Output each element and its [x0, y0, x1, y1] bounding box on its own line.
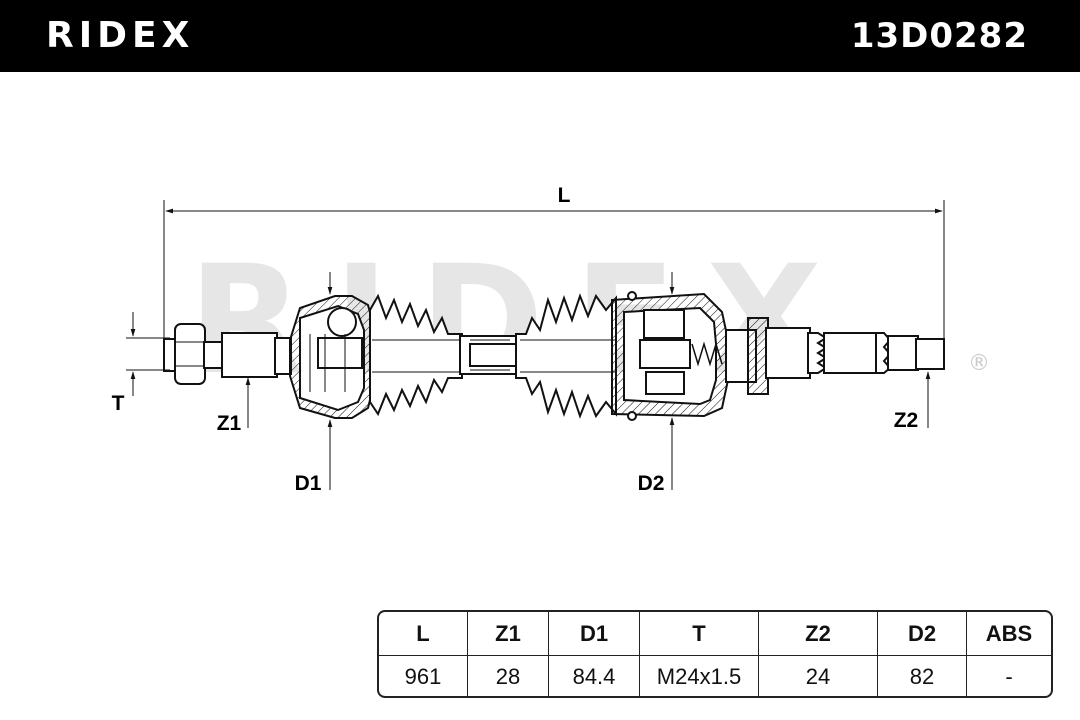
spec-value-d2: 82: [877, 655, 967, 696]
label-d2: D2: [638, 472, 665, 495]
label-z1: Z1: [217, 412, 242, 435]
label-d1: D1: [295, 472, 322, 495]
drive-shaft-drawing: RIDEX ® L: [112, 184, 990, 495]
spec-value-d1: 84.4: [548, 655, 640, 696]
dimension-length: [163, 200, 945, 345]
label-length: L: [558, 184, 571, 207]
middle-shaft: [459, 335, 521, 375]
header-bar: RIDEX 13D0282: [0, 0, 1080, 72]
spec-header-z1: Z1: [467, 612, 549, 656]
registered-mark: ®: [968, 351, 990, 376]
right-shaft: [725, 317, 945, 395]
spec-value-t: M24x1.5: [639, 655, 759, 696]
spec-value-abs: -: [1005, 664, 1013, 689]
spec-header-abs: ABS: [966, 612, 1051, 656]
spec-header-z2: Z2: [758, 612, 878, 656]
spec-value-z1: 28: [467, 655, 549, 696]
spec-table-header-row: L Z1 D1 T Z2 D2 ABS: [379, 612, 1051, 656]
spec-header-t: T: [639, 612, 759, 656]
spec-table-value-row: 961 28 84.4 M24x1.5 24 82 -: [379, 655, 1051, 696]
outer-cv-joint: [289, 295, 373, 419]
dimension-thread: [126, 312, 170, 396]
left-threaded-end: [163, 323, 292, 385]
spec-header-d1: D1: [548, 612, 640, 656]
label-thread: T: [112, 392, 125, 415]
label-z2: Z2: [894, 409, 919, 432]
spec-header-l: L: [379, 612, 468, 656]
spec-value-z2: 24: [758, 655, 878, 696]
spec-table: L Z1 D1 T Z2 D2 ABS 961 28 84.4 M24x1.5 …: [377, 610, 1053, 698]
spec-header-d2: D2: [877, 612, 967, 656]
part-number: 13D0282: [850, 16, 1028, 56]
outer-boot: [369, 293, 463, 417]
spec-value-l: 961: [379, 655, 468, 696]
inner-cv-joint: [611, 291, 729, 421]
brand-logo: RIDEX: [46, 15, 195, 56]
